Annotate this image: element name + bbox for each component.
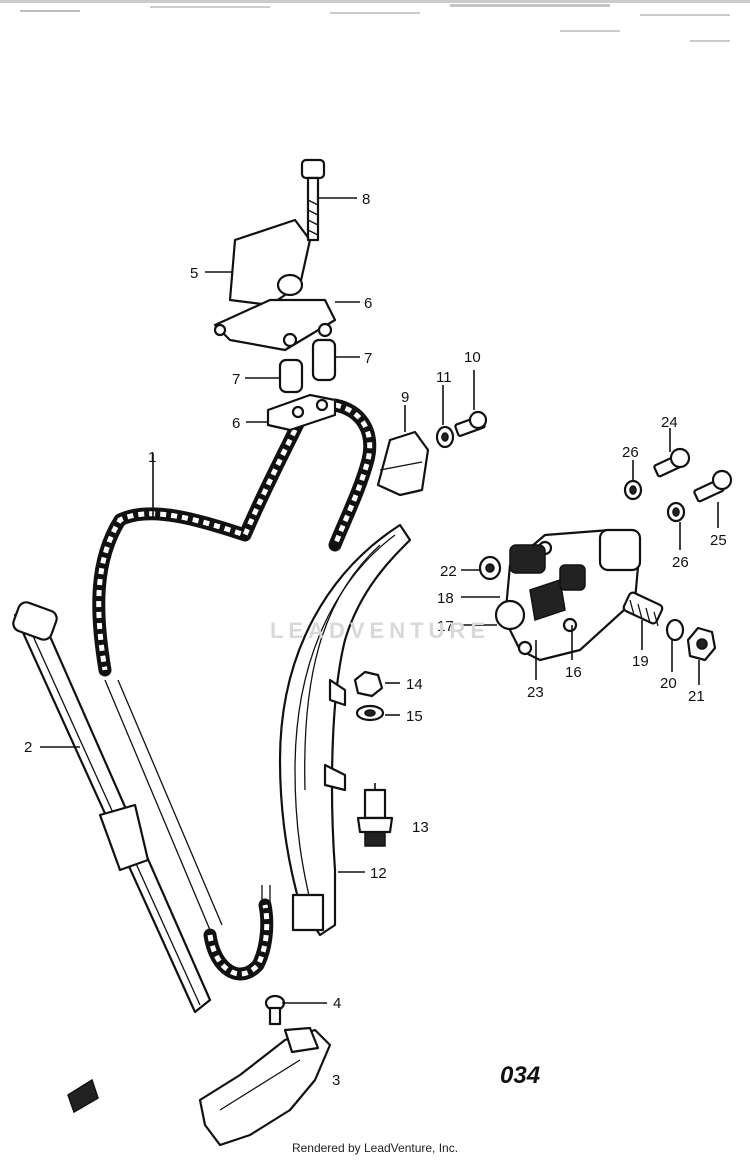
callout-4: 4 bbox=[333, 995, 341, 1012]
chain-guide bbox=[278, 523, 412, 937]
callout-7-left: 7 bbox=[232, 371, 240, 388]
callout-13: 13 bbox=[412, 819, 429, 836]
callout-24: 24 bbox=[661, 414, 678, 431]
callout-1: 1 bbox=[148, 449, 156, 466]
callout-10: 10 bbox=[464, 349, 481, 366]
screw-4 bbox=[264, 994, 286, 1026]
callout-20: 20 bbox=[660, 675, 677, 692]
callout-26-lower: 26 bbox=[672, 554, 689, 571]
callout-17: 17 bbox=[437, 618, 454, 635]
callout-labels: 1 2 3 4 5 6 6 7 7 8 9 10 11 12 13 14 15 … bbox=[24, 191, 727, 1089]
lower-guide-3 bbox=[198, 1026, 332, 1147]
bolt-24 bbox=[653, 447, 691, 478]
bolt-8 bbox=[300, 158, 326, 242]
spring-19 bbox=[622, 591, 664, 627]
callout-7-right: 7 bbox=[364, 350, 372, 367]
washer-11-bolt-10 bbox=[435, 410, 488, 449]
nut-22 bbox=[478, 555, 502, 581]
bolt-25 bbox=[693, 469, 733, 503]
nut-21 bbox=[686, 626, 717, 662]
tensioner-adjuster bbox=[494, 528, 642, 662]
callout-6-upper: 6 bbox=[364, 295, 372, 312]
tensioner-holder bbox=[213, 218, 337, 352]
callout-16: 16 bbox=[565, 664, 582, 681]
callout-3: 3 bbox=[332, 1072, 340, 1089]
callout-18: 18 bbox=[437, 590, 454, 607]
callout-14: 14 bbox=[406, 676, 423, 693]
washer-26-upper bbox=[623, 479, 643, 501]
watermark: LEADVENTURE bbox=[269, 618, 490, 643]
diagram-code: 034 bbox=[500, 1062, 541, 1089]
callout-25: 25 bbox=[710, 532, 727, 549]
callout-23: 23 bbox=[527, 684, 544, 701]
callout-9: 9 bbox=[401, 389, 409, 406]
callout-26-upper: 26 bbox=[622, 444, 639, 461]
pivot-bolt-13 bbox=[356, 788, 394, 847]
plate-6-lower bbox=[266, 393, 337, 432]
washer-26-lower bbox=[666, 501, 686, 523]
callout-21: 21 bbox=[688, 688, 705, 705]
callout-11: 11 bbox=[436, 369, 452, 386]
callout-8: 8 bbox=[362, 191, 370, 208]
scan-noise bbox=[0, 0, 750, 42]
chain-tensioner-guide bbox=[12, 601, 212, 1014]
leader-lines bbox=[40, 197, 719, 1004]
callout-2: 2 bbox=[24, 739, 32, 756]
callout-6-lower: 6 bbox=[232, 415, 240, 432]
callout-15: 15 bbox=[406, 708, 423, 725]
washer-15 bbox=[355, 704, 385, 722]
cam-chain bbox=[92, 398, 377, 981]
front-arrow-icon bbox=[67, 1078, 99, 1114]
washer-20 bbox=[665, 618, 685, 642]
nut-14 bbox=[353, 670, 384, 698]
callout-22: 22 bbox=[440, 563, 457, 580]
callout-5: 5 bbox=[190, 265, 198, 282]
footer-credit: Rendered by LeadVenture, Inc. bbox=[291, 1141, 459, 1155]
callout-12: 12 bbox=[370, 865, 387, 882]
damper-9 bbox=[376, 430, 430, 497]
callout-19: 19 bbox=[632, 653, 649, 670]
spacers-7 bbox=[278, 338, 337, 394]
